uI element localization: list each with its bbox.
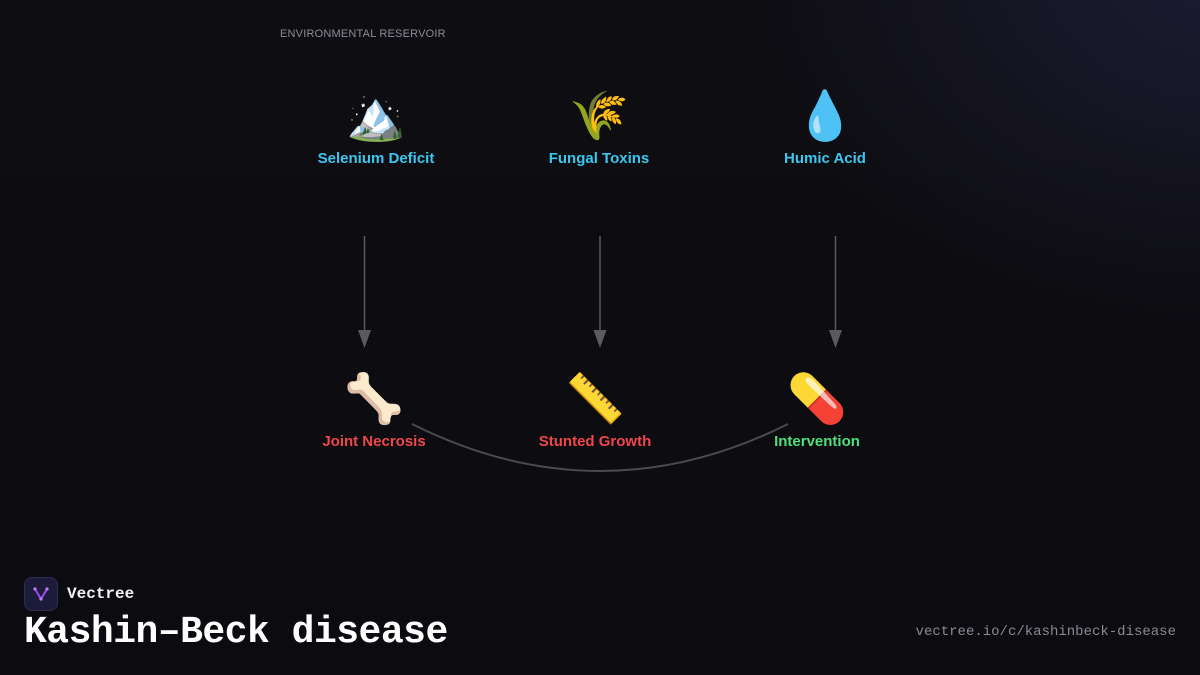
node-label: Stunted Growth xyxy=(538,433,652,450)
ruler-icon: 📏 xyxy=(565,371,625,427)
arrow-head-humic xyxy=(829,330,842,348)
intervention-curve xyxy=(411,423,789,472)
section-label: ENVIRONMENTAL RESERVOIR xyxy=(280,28,446,40)
vectree-logo-icon xyxy=(24,577,58,611)
arrow-head-selenium xyxy=(358,330,371,348)
node-label: Joint Necrosis xyxy=(322,433,426,450)
node-fungal-toxins[interactable]: 🌾 Fungal Toxins xyxy=(509,88,689,167)
brand[interactable]: Vectree xyxy=(24,577,134,611)
node-stunted-growth[interactable]: 📏 Stunted Growth xyxy=(505,371,685,450)
node-joint-necrosis[interactable]: 🦴 Joint Necrosis xyxy=(284,371,464,450)
node-selenium-deficit[interactable]: 🏔️ Selenium Deficit xyxy=(286,88,466,167)
node-label: Selenium Deficit xyxy=(317,150,435,167)
brand-name: Vectree xyxy=(67,585,135,603)
node-intervention[interactable]: 💊 Intervention xyxy=(727,371,907,450)
droplet-icon: 💧 xyxy=(795,88,855,144)
pill-icon: 💊 xyxy=(787,371,847,427)
page-url[interactable]: vectree.io/c/kashinbeck-disease xyxy=(915,624,1176,640)
node-humic-acid[interactable]: 💧 Humic Acid xyxy=(735,88,915,167)
page-title: Kashin–Beck disease xyxy=(24,611,448,654)
node-label: Intervention xyxy=(774,433,860,450)
node-label: Humic Acid xyxy=(784,150,866,167)
node-label: Fungal Toxins xyxy=(548,150,650,167)
mountain-icon: 🏔️ xyxy=(346,88,406,144)
bone-icon: 🦴 xyxy=(344,371,404,427)
arrow-head-fungal xyxy=(593,330,607,348)
grain-icon: 🌾 xyxy=(569,88,629,144)
